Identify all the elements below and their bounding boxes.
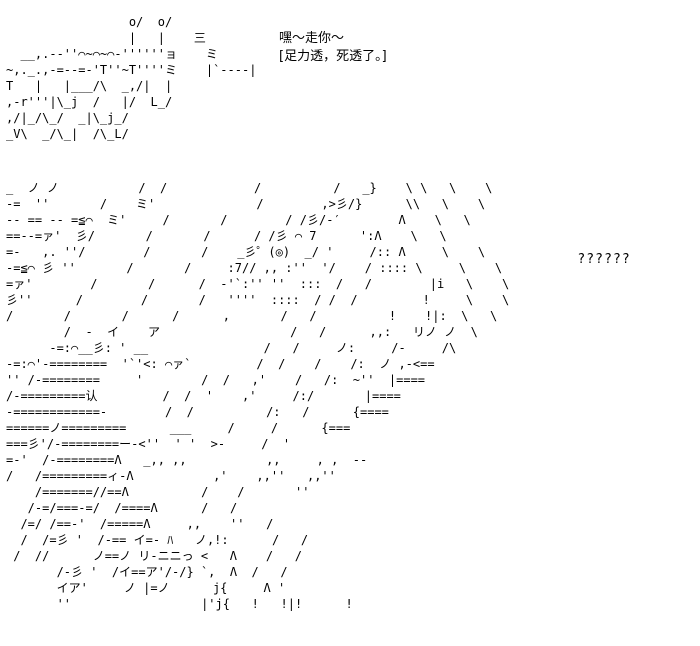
- question-marks: ??????: [578, 252, 632, 267]
- ascii-art-main-scene: _ ノ ノ / / / / _} \ \ \ \ -= '' / ミ' / ,>…: [6, 181, 510, 611]
- caption-line-1: 嘿～走你～: [279, 31, 345, 46]
- ascii-art-top-figure: o/ o/ | | 三 __,.-‐''⌒~⌒~⌒‐''''''ョ ミ ~,._…: [6, 15, 257, 141]
- dialogue-caption: 嘿～走你～ [足力透，死透了。]: [279, 30, 387, 66]
- caption-line-2: [足力透，死透了。]: [279, 49, 387, 64]
